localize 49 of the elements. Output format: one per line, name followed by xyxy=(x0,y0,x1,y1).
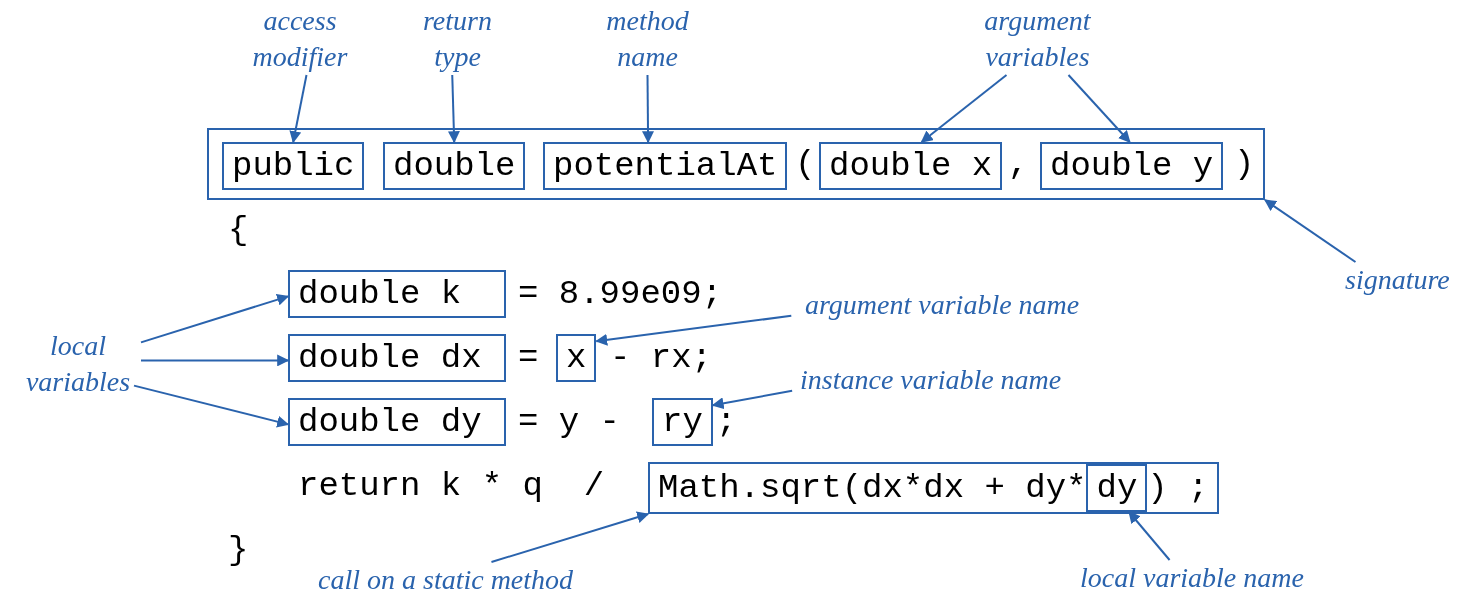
code-text: = 8.99e09; xyxy=(518,274,723,315)
arrow xyxy=(595,314,793,346)
code-text: ) xyxy=(1234,144,1255,185)
code-text: - rx; xyxy=(610,338,713,379)
annotation-text: argument variables xyxy=(960,3,1115,75)
arrow xyxy=(289,74,308,144)
code-text: ( xyxy=(795,144,816,185)
code-box: ry xyxy=(652,398,713,446)
code-text: , xyxy=(1008,144,1029,185)
code-box: double k xyxy=(288,270,506,318)
arrow xyxy=(1128,511,1171,561)
arrow xyxy=(711,389,794,410)
arrow xyxy=(447,74,460,144)
code-text: Math.sqrt(dx*dx + dy* xyxy=(658,468,1087,509)
code-box: public xyxy=(222,142,365,190)
code-box xyxy=(648,462,1219,514)
arrow xyxy=(140,293,290,344)
code-text: return k * q / xyxy=(298,466,605,507)
annotation-text: method name xyxy=(585,3,710,75)
arrow xyxy=(490,511,650,563)
code-box: double dy xyxy=(288,398,506,446)
code-text: } xyxy=(228,530,249,571)
code-box: dy xyxy=(1086,464,1148,512)
code-box: double x xyxy=(819,142,1003,190)
code-text: ; xyxy=(716,402,737,443)
arrow xyxy=(1067,74,1131,143)
annotation-text: call on a static method xyxy=(318,562,574,598)
signature-box xyxy=(207,128,1265,200)
annotation-text: access modifier xyxy=(235,3,365,75)
arrow xyxy=(133,384,290,428)
annotation-text: argument variable name xyxy=(805,287,1080,323)
arrow xyxy=(642,74,654,144)
annotation-text: instance variable name xyxy=(800,362,1062,398)
annotation-text: local variable name xyxy=(1080,560,1304,596)
code-box: potentialAt xyxy=(543,142,788,190)
code-text: = y - xyxy=(518,402,621,443)
annotation-text: local variables xyxy=(8,328,148,400)
code-box: double y xyxy=(1040,142,1224,190)
annotation-text: signature xyxy=(1345,262,1450,298)
code-box: double xyxy=(383,142,526,190)
code-text: ) ; xyxy=(1147,468,1209,509)
code-text: { xyxy=(228,210,249,251)
arrow xyxy=(920,74,1008,143)
arrow xyxy=(1264,199,1357,263)
arrow xyxy=(140,354,290,367)
code-text: = xyxy=(518,338,539,379)
code-box: double dx xyxy=(288,334,506,382)
annotation-text: return type xyxy=(405,3,510,75)
code-box: x xyxy=(556,334,597,382)
